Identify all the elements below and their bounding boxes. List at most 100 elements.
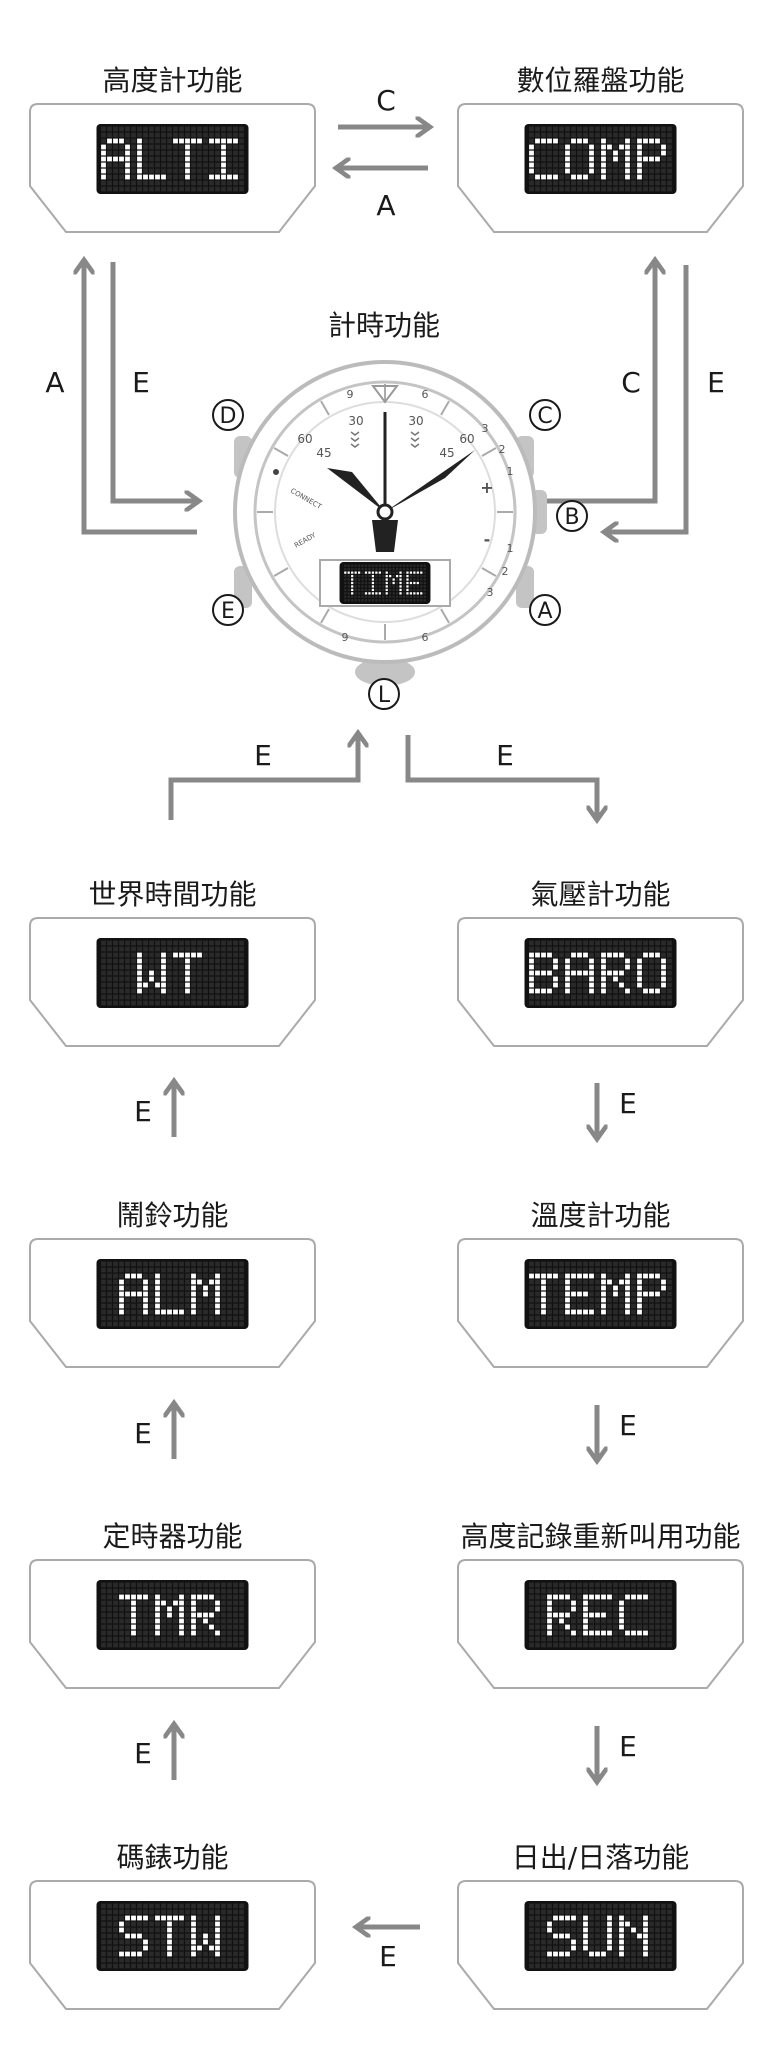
lcd-dot-off xyxy=(649,1279,654,1285)
lcd-dot-off xyxy=(143,1933,148,1939)
lcd-dot-off xyxy=(119,970,124,976)
lcd-dot-off xyxy=(113,952,118,958)
lcd-dot-off xyxy=(535,964,540,970)
lcd-dot-off xyxy=(125,1321,130,1327)
lcd-dot-off xyxy=(631,150,636,156)
lcd-dot-off xyxy=(423,592,426,595)
lcd-dot-off xyxy=(364,595,368,598)
lcd-dot-off xyxy=(209,1582,214,1588)
lcd-dot-off xyxy=(547,958,552,964)
lcd-dot-off xyxy=(625,180,630,186)
lcd-dot-off xyxy=(233,168,238,174)
lcd-dot-on xyxy=(553,1612,558,1618)
lcd-dot-off xyxy=(167,958,172,964)
lcd-dot-off xyxy=(119,940,124,946)
lcd-dot-off xyxy=(643,1000,648,1006)
lcd-dot-off xyxy=(119,946,124,952)
lcd-dot-on xyxy=(406,588,409,592)
lcd-dot-on xyxy=(137,138,142,144)
lcd-dot-off xyxy=(143,126,148,132)
lcd-dot-on xyxy=(131,1624,136,1630)
lcd-dot-off xyxy=(667,1927,672,1933)
lcd-dot-on xyxy=(161,952,166,958)
lcd-dot-off xyxy=(667,976,672,982)
lcd-dot-on xyxy=(137,1273,142,1279)
label-alm-to-wt: E xyxy=(134,1095,152,1128)
lcd-dot-off xyxy=(571,1267,576,1273)
lcd-dot-on xyxy=(541,1303,546,1309)
lcd-dot-on xyxy=(553,174,558,180)
lcd-dot-off xyxy=(649,144,654,150)
lcd-dot-off xyxy=(167,1624,172,1630)
lcd-dot-off xyxy=(203,144,208,150)
lcd-dot-off xyxy=(547,126,552,132)
lcd-dot-off xyxy=(595,1909,600,1915)
lcd-dot-off xyxy=(553,1921,558,1927)
lcd-dot-off xyxy=(101,1612,106,1618)
bezel-mark-1-top: 1 xyxy=(507,465,514,478)
lcd-dot-on xyxy=(125,174,130,180)
lcd-dot-off xyxy=(637,994,642,1000)
lcd-dot-off xyxy=(215,150,220,156)
lcd-dot-off xyxy=(364,585,368,588)
lcd-dot-off xyxy=(239,1582,244,1588)
lcd-dot-off xyxy=(191,1261,196,1267)
lcd-dot-on xyxy=(371,574,375,578)
lcd-dot-off xyxy=(227,1285,232,1291)
lcd-dot-on xyxy=(619,1921,624,1927)
lcd-dot-on xyxy=(625,1279,630,1285)
lcd-dot-off xyxy=(613,1594,618,1600)
lcd-dot-off xyxy=(601,132,606,138)
lcd-dot-off xyxy=(197,982,202,988)
lcd-dot-off xyxy=(197,1297,202,1303)
lcd-dot-off xyxy=(239,1303,244,1309)
lcd-dot-on xyxy=(185,156,190,162)
lcd-dot-off xyxy=(667,1273,672,1279)
lcd-dot-on xyxy=(167,1927,172,1933)
lcd-dot-on xyxy=(571,1600,576,1606)
lcd-dot-off xyxy=(239,144,244,150)
lcd-dot-off xyxy=(239,1612,244,1618)
lcd-dot-on xyxy=(119,156,124,162)
lcd-dot-on xyxy=(559,1915,564,1921)
lcd-dot-on xyxy=(191,1612,196,1618)
lcd-dot-on xyxy=(547,1273,552,1279)
lcd-dot-off xyxy=(167,1273,172,1279)
lcd-dot-on xyxy=(529,958,534,964)
lcd-dot-off xyxy=(661,952,666,958)
lcd-dot-off xyxy=(179,1921,184,1927)
lcd-dot-off xyxy=(221,1303,226,1309)
lcd-dot-off xyxy=(131,964,136,970)
lcd-dot-off xyxy=(209,1606,214,1612)
lcd-dot-off xyxy=(535,162,540,168)
lcd-dot-off xyxy=(161,994,166,1000)
lcd-dot-off xyxy=(661,1915,666,1921)
lcd-dot-off xyxy=(185,1939,190,1945)
lcd-dot-off xyxy=(529,1594,534,1600)
lcd-dot-on xyxy=(137,150,142,156)
lcd-dot-off xyxy=(413,588,416,592)
lcd-dot-off xyxy=(143,988,148,994)
lcd-dot-on xyxy=(215,1630,220,1636)
lcd-dot-on xyxy=(167,1915,172,1921)
lcd-dot-off xyxy=(571,1594,576,1600)
lcd-dot-off xyxy=(113,150,118,156)
lcd-dot-off xyxy=(541,1600,546,1606)
lcd-dot-off xyxy=(113,1951,118,1957)
lcd-dot-on xyxy=(601,1273,606,1279)
lcd-dot-off xyxy=(378,581,381,585)
lcd-dot-off xyxy=(161,1957,166,1963)
lcd-dot-off xyxy=(107,964,112,970)
lcd-dot-off xyxy=(399,595,402,598)
lcd-dot-off xyxy=(197,1915,202,1921)
lcd-dot-off xyxy=(565,180,570,186)
lcd-dot-off xyxy=(577,940,582,946)
lcd-dot-off xyxy=(559,150,564,156)
lcd-dot-off xyxy=(395,578,399,581)
lcd-dot-on xyxy=(553,1933,558,1939)
lcd-dot-on xyxy=(601,150,606,156)
lcd-dot-off xyxy=(613,1915,618,1921)
lcd-dot-off xyxy=(613,168,618,174)
lcd-dot-off xyxy=(173,1957,178,1963)
lcd-dot-off xyxy=(125,946,130,952)
